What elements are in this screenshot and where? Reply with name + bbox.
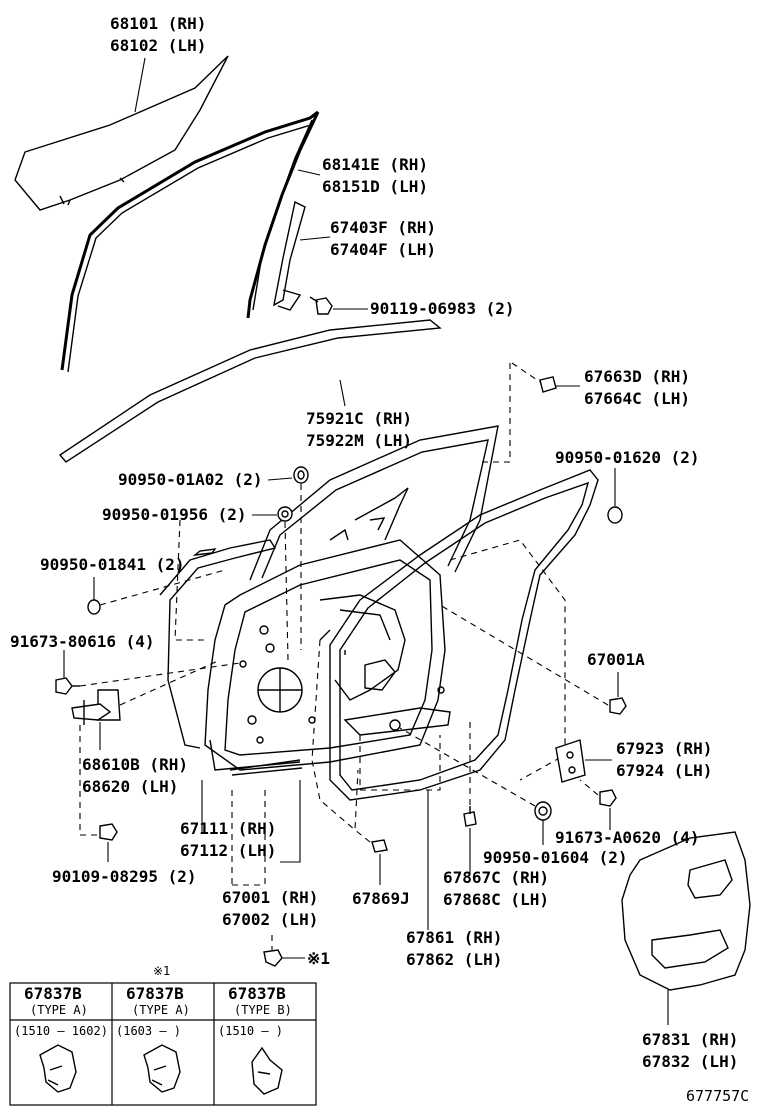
door-window-frame	[249, 425, 499, 581]
dash-01604	[399, 727, 536, 807]
label-67001: 67001 (RH)	[222, 888, 318, 907]
label-68141E: 68141E (RH)	[322, 155, 428, 174]
dash-hinge	[119, 659, 221, 706]
door-weatherstrip	[319, 469, 599, 801]
label-91673-A0620: 91673-A0620 (4)	[555, 828, 700, 847]
diagram-id: 677757C	[686, 1087, 749, 1105]
label-67002: 67002 (LH)	[222, 910, 318, 929]
leader-68141E	[297, 169, 321, 176]
door-check-striker	[555, 739, 586, 783]
bolt-67001A	[609, 697, 627, 715]
label-75921C: 75921C (RH)	[306, 409, 412, 428]
inner-door-seal	[343, 686, 451, 736]
clip-67869J	[371, 839, 388, 853]
grommet-01620	[607, 506, 623, 524]
table-col2-type: (TYPE A)	[132, 1003, 190, 1017]
label-note-mark: ※1	[307, 949, 330, 968]
label-68151D: 68151D (LH)	[322, 177, 428, 196]
bolt-90119	[309, 296, 333, 315]
label-68101: 68101 (RH)	[110, 14, 206, 33]
bolt-90109	[99, 823, 118, 841]
grommet-01A02	[293, 466, 309, 484]
belt-moulding	[58, 319, 442, 463]
table-col2-range: (1603 — )	[116, 1024, 181, 1038]
label-90119: 90119-06983 (2)	[370, 299, 515, 318]
door-inner-panel	[204, 539, 446, 776]
leader-01A02	[267, 477, 293, 481]
table-col1-type: (TYPE A)	[30, 1003, 88, 1017]
dash-01841	[99, 569, 226, 606]
label-67403F: 67403F (RH)	[330, 218, 436, 237]
label-67862: 67862 (LH)	[406, 950, 502, 969]
clip-type-b-sketch	[251, 1046, 283, 1095]
bolt-91673-80616	[55, 677, 80, 695]
label-67923: 67923 (RH)	[616, 739, 712, 758]
dash-hinge-down	[79, 725, 98, 836]
label-90950-01841: 90950-01841 (2)	[40, 555, 185, 574]
dash-91673-80616	[79, 662, 241, 687]
door-glass	[14, 55, 229, 211]
label-68610B: 68610B (RH)	[82, 755, 188, 774]
table-note-mark: ※1	[153, 964, 170, 978]
dash-67869J	[354, 829, 371, 843]
label-67112: 67112 (LH)	[180, 841, 276, 860]
table-col2-part: 67837B	[126, 984, 184, 1003]
label-90109: 90109-08295 (2)	[52, 867, 197, 886]
table-col3-type: (TYPE B)	[234, 1003, 292, 1017]
glass-run	[60, 110, 320, 373]
clip-67663D	[539, 376, 557, 393]
grommet-01956	[277, 506, 293, 522]
table-col1-part: 67837B	[24, 984, 82, 1003]
table-col3-part: 67837B	[228, 984, 286, 1003]
bolt-91673-A0620	[599, 789, 617, 807]
door-hinge	[71, 689, 121, 725]
label-90950-01620: 90950-01620 (2)	[555, 448, 700, 467]
label-90950-01A02: 90950-01A02 (2)	[118, 470, 263, 489]
label-67869J: 67869J	[352, 889, 410, 908]
clip-67867C	[463, 806, 477, 827]
table-col3-range: (1510 — )	[218, 1024, 283, 1038]
dash-door-lower	[311, 639, 359, 832]
label-67831: 67831 (RH)	[642, 1030, 738, 1049]
variant-table: ※1 67837B (TYPE A) (1510 — 1602) 67837B …	[9, 964, 317, 1106]
dash-door-inner2	[359, 735, 441, 791]
service-hole-cover	[621, 831, 751, 991]
label-67868C: 67868C (LH)	[443, 890, 549, 909]
dash-91673-A0620	[579, 779, 599, 796]
label-67867C: 67867C (RH)	[443, 868, 549, 887]
grommet-01841	[87, 599, 101, 615]
door-outer-skin	[159, 539, 277, 749]
leader-75921C	[339, 379, 346, 407]
label-67664C: 67664C (LH)	[584, 389, 690, 408]
label-67001A: 67001A	[587, 650, 645, 669]
label-90950-01604: 90950-01604 (2)	[483, 848, 628, 867]
leader-68101	[134, 57, 146, 113]
label-75922M: 75922M (LH)	[306, 431, 412, 450]
grommet-01604	[534, 801, 552, 821]
leader-67403F	[299, 236, 331, 241]
leader-67111	[201, 780, 301, 863]
clip-type-a-sketch-1	[39, 1044, 77, 1093]
dash-67001A	[439, 604, 609, 706]
dash-door-right	[449, 539, 566, 781]
label-68102: 68102 (LH)	[110, 36, 206, 55]
table-col1-range: (1510 — 1602)	[14, 1024, 108, 1038]
clip-type-a-sketch-2	[143, 1044, 181, 1093]
label-90950-01956: 90950-01956 (2)	[102, 505, 247, 524]
dash-67001	[231, 790, 266, 886]
label-67111: 67111 (RH)	[180, 819, 276, 838]
rear-sash-channel	[273, 200, 306, 311]
label-91673-80616: 91673-80616 (4)	[10, 632, 155, 651]
label-67663D: 67663D (RH)	[584, 367, 690, 386]
label-67832: 67832 (LH)	[642, 1052, 738, 1071]
label-67861: 67861 (RH)	[406, 928, 502, 947]
dash-67663D	[480, 362, 541, 463]
label-67404F: 67404F (LH)	[330, 240, 436, 259]
label-67924: 67924 (LH)	[616, 761, 712, 780]
label-68620: 68620 (LH)	[82, 777, 178, 796]
clip-note-1	[263, 949, 283, 967]
